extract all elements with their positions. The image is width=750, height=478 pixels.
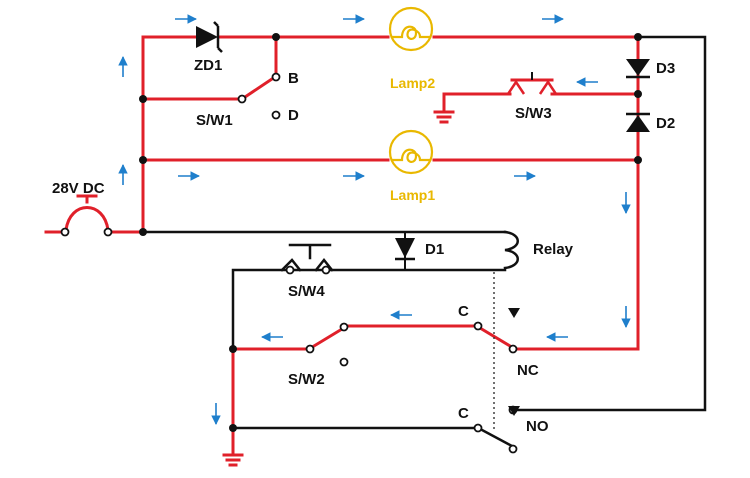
label-power-source: 28V DC xyxy=(52,180,105,197)
label-contact-nc: NC xyxy=(517,362,539,379)
junction-dots xyxy=(139,33,642,432)
diode-d3 xyxy=(626,59,650,79)
label-lamp2: Lamp2 xyxy=(390,75,435,91)
lamp1-symbol xyxy=(388,129,434,175)
energized-wiring xyxy=(44,35,640,467)
label-zd1: ZD1 xyxy=(194,57,222,74)
label-contact-c-upper: C xyxy=(458,303,469,320)
label-d2: D2 xyxy=(656,115,675,132)
label-relay: Relay xyxy=(533,241,574,258)
zener-diode-zd1 xyxy=(196,21,223,53)
current-flow-arrows xyxy=(118,14,631,425)
label-contact-c-lower: C xyxy=(458,405,469,422)
label-d1: D1 xyxy=(425,241,444,258)
label-d3: D3 xyxy=(656,60,675,77)
relay-contact-markers xyxy=(508,308,520,416)
lamp2-symbol xyxy=(388,6,434,52)
diode-d1 xyxy=(395,232,415,270)
label-contact-d: D xyxy=(288,107,299,124)
label-contact-no: NO xyxy=(526,418,549,435)
label-contact-b: B xyxy=(288,70,299,87)
push-switch-sw3 xyxy=(506,72,558,95)
label-sw1: S/W1 xyxy=(196,112,233,129)
label-sw2: S/W2 xyxy=(288,371,325,388)
plain-wiring xyxy=(141,35,707,448)
label-sw4: S/W4 xyxy=(288,283,325,300)
label-sw3: S/W3 xyxy=(515,105,552,122)
diode-d2 xyxy=(626,112,650,132)
switch-terminals xyxy=(60,72,518,454)
label-lamp1: Lamp1 xyxy=(390,187,435,203)
